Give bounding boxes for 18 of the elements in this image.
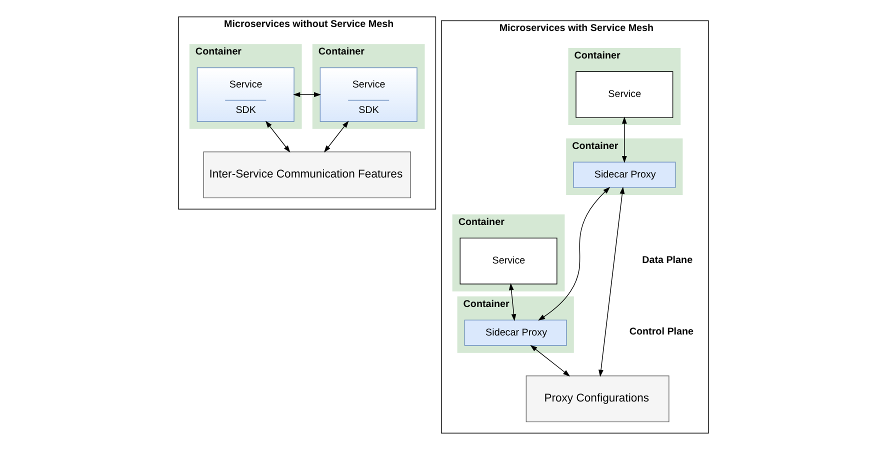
arrow (538, 186, 610, 321)
node-box: Service (460, 238, 558, 284)
arrow (598, 186, 625, 377)
arrow (622, 116, 627, 164)
node-box: Service (576, 71, 674, 118)
arrow (324, 120, 349, 153)
label: Control Plane (629, 326, 694, 338)
label: Data Plane (642, 254, 693, 266)
node-box: Service SDK (196, 67, 294, 122)
arrow (508, 283, 516, 322)
arrow (265, 120, 290, 153)
node-box: Sidecar Proxy (573, 162, 676, 188)
node-box: Service SDK (320, 67, 418, 122)
node-box: Proxy Configurations (526, 376, 670, 422)
arrow (530, 344, 570, 376)
node-box: Sidecar Proxy (464, 320, 567, 346)
arrow (293, 92, 322, 98)
node-box: Inter-Service Communication Features (203, 152, 411, 198)
